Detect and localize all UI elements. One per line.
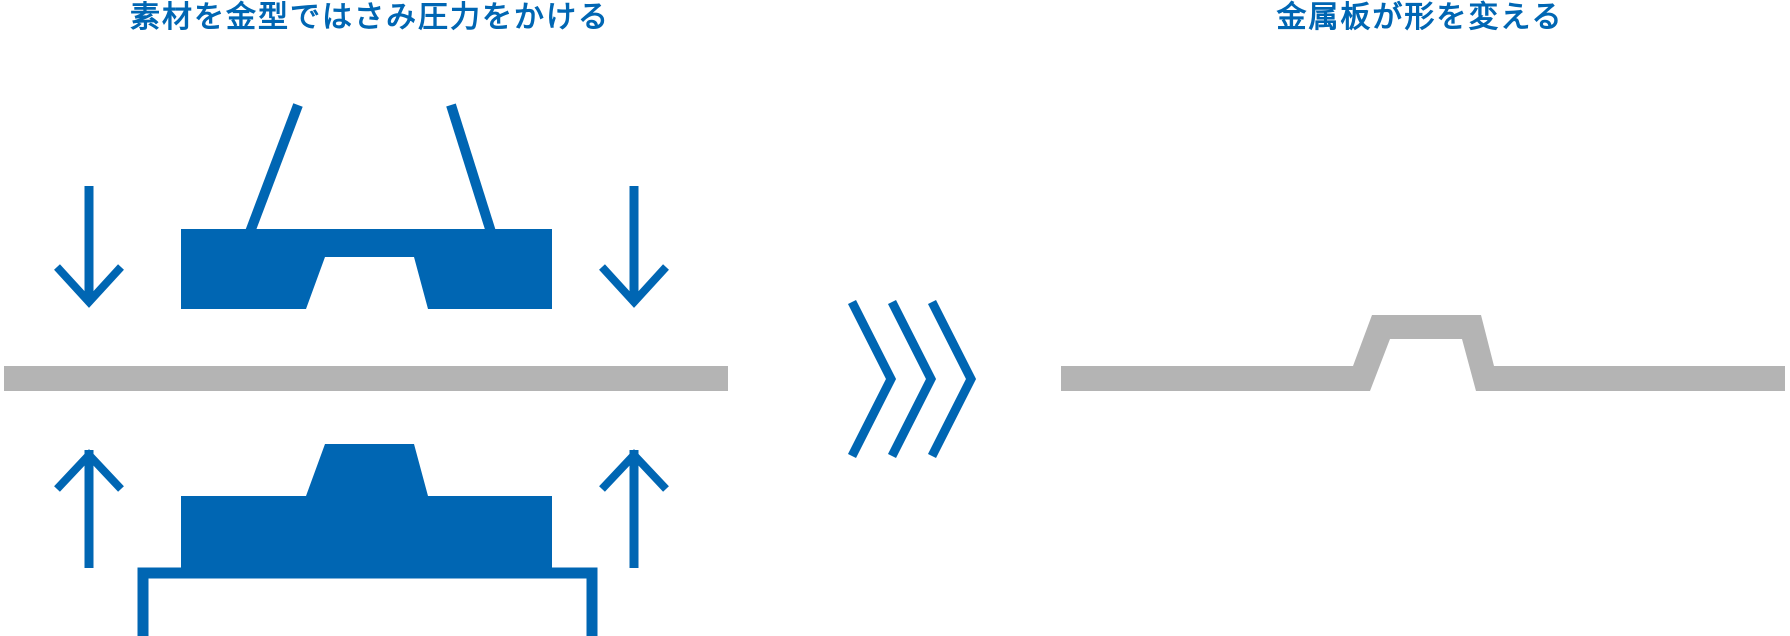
caption-before: 素材を金型ではさみ圧力をかける: [130, 0, 610, 35]
arrow-down-icon: [54, 186, 124, 308]
triple-chevron-right-icon: [847, 299, 977, 459]
arrow-up-icon: [54, 449, 124, 568]
lower-die-block: [181, 444, 552, 569]
metal-sheet-formed: [1061, 315, 1785, 391]
lower-die: [137, 444, 598, 636]
caption-after: 金属板が形を変える: [1276, 0, 1564, 35]
arrow-up-icon: [599, 449, 669, 568]
lower-die-base-frame: [137, 567, 598, 636]
upper-die: [181, 103, 552, 309]
upper-die-block: [181, 229, 552, 309]
arrow-down-icon: [599, 186, 669, 308]
upper-die-strut-right: [446, 103, 496, 234]
metal-sheet-flat: [4, 366, 728, 391]
upper-die-strut-left: [245, 103, 303, 234]
